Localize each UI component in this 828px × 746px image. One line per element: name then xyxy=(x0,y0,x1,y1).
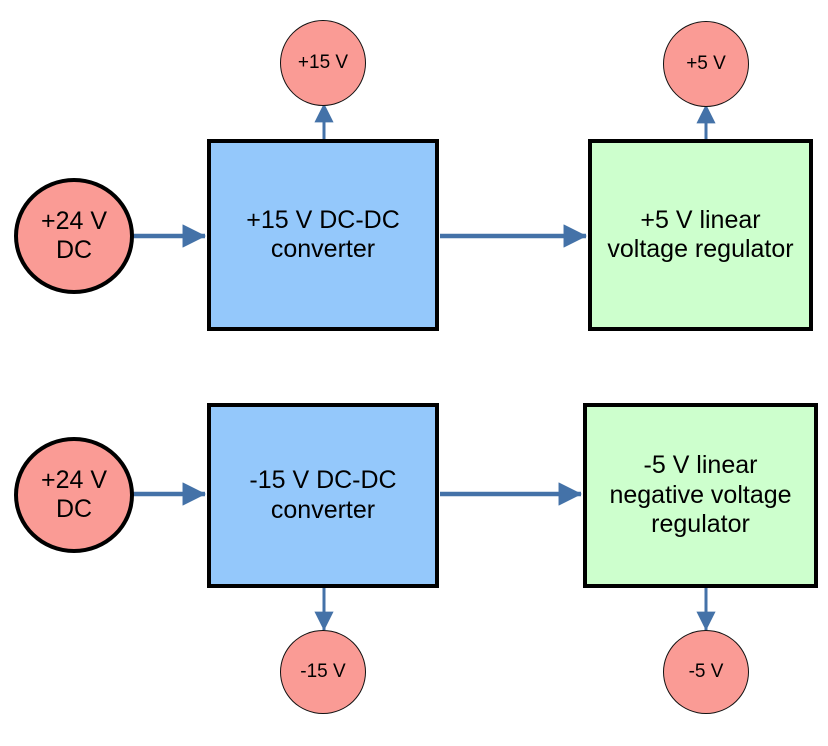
output-tap-minus-15v: -15 V xyxy=(280,630,366,714)
output-tap-minus-15v-label: -15 V xyxy=(300,660,346,682)
source-plus-24v-dc-positive-rail: +24 V DC xyxy=(14,178,134,294)
block-minus-15v-dc-dc-converter: -15 V DC-DC converter xyxy=(207,403,439,588)
block-minus-5v-linear-negative-voltage-regulator: -5 V linear negative voltage regulator xyxy=(583,403,818,588)
source-plus-24v-dc-positive-rail-label: +24 V DC xyxy=(40,206,108,265)
output-tap-plus-15v-label: +15 V xyxy=(297,51,349,73)
output-tap-plus-5v-label: +5 V xyxy=(686,52,726,74)
block-minus-5v-linear-negative-voltage-regulator-label: -5 V linear negative voltage regulator xyxy=(609,451,792,539)
output-tap-plus-5v: +5 V xyxy=(663,21,749,107)
block-plus-5v-linear-voltage-regulator-label: +5 V linear voltage regulator xyxy=(607,205,794,264)
source-plus-24v-dc-negative-rail: +24 V DC xyxy=(14,437,134,553)
block-plus-15v-dc-dc-converter-label: +15 V DC-DC converter xyxy=(246,205,400,264)
output-tap-minus-5v-label: -5 V xyxy=(688,660,724,682)
source-plus-24v-dc-negative-rail-label: +24 V DC xyxy=(40,465,108,524)
output-tap-minus-5v: -5 V xyxy=(663,630,749,714)
block-minus-15v-dc-dc-converter-label: -15 V DC-DC converter xyxy=(249,466,397,524)
block-plus-5v-linear-voltage-regulator: +5 V linear voltage regulator xyxy=(588,139,813,331)
block-plus-15v-dc-dc-converter: +15 V DC-DC converter xyxy=(207,139,439,331)
output-tap-plus-15v: +15 V xyxy=(280,20,366,106)
